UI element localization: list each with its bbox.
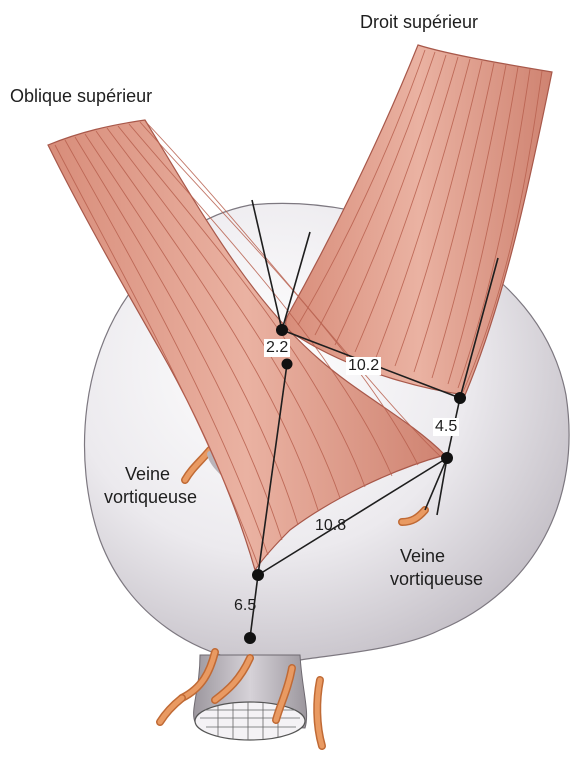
distance-6-5: 6.5 [234, 597, 257, 614]
point-so-posterior [252, 569, 264, 581]
label-superior-oblique: Oblique supérieur [10, 86, 153, 106]
label-vortex-vein-right-1: Veine [400, 546, 446, 566]
distance-10-2: 10.2 [346, 357, 382, 375]
superior-rectus-fibers [297, 49, 543, 393]
distance-4-5: 4.5 [433, 418, 460, 436]
point-so-nasal [276, 324, 288, 336]
point-optic-nerve [244, 632, 256, 644]
optic-nerve-cut [194, 701, 306, 741]
superior-oblique-muscle [47, 119, 447, 572]
point-so-temporal [441, 452, 453, 464]
label-vortex-vein-left-2: vortiqueuse [104, 487, 198, 507]
label-superior-rectus: Droit supérieur [360, 12, 479, 32]
label-vortex-vein-left-1: Veine [125, 464, 171, 484]
insertion-points [244, 324, 466, 644]
superior-oblique-fibers [54, 120, 441, 566]
point-sr-temporal [454, 392, 466, 404]
distance-2-2: 2.2 [264, 339, 291, 357]
label-vortex-vein-right-2: vortiqueuse [390, 569, 484, 589]
vortex-vein-tubes [156, 446, 429, 750]
distance-10-8: 10.8 [315, 517, 347, 534]
point-sr-temporal-top [281, 358, 293, 370]
